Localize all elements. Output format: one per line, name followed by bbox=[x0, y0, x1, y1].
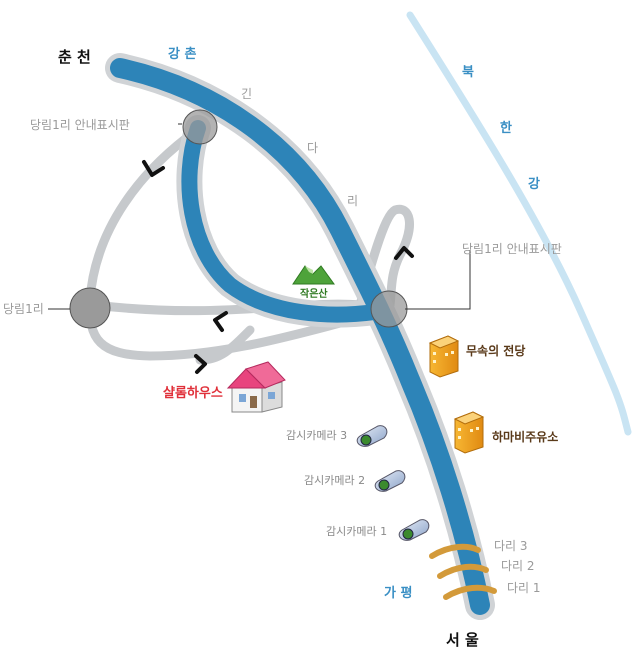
junction-circle-top bbox=[182, 109, 218, 145]
mountain-label: 작은산 bbox=[300, 287, 328, 300]
direction-arrows bbox=[142, 160, 414, 374]
camera-2-label: 감시카메라 2 bbox=[304, 474, 365, 487]
river-line bbox=[406, 11, 632, 436]
camera-icon bbox=[398, 519, 430, 541]
bridge-marks bbox=[429, 543, 497, 600]
bridge-2-mark bbox=[437, 563, 489, 579]
building-icon bbox=[453, 411, 485, 454]
house-label: 샬롬하우스 bbox=[163, 385, 223, 401]
bridge-1-mark bbox=[443, 584, 497, 600]
building-1-label: 무속의 전당 bbox=[466, 343, 525, 358]
river-char-3: 강 bbox=[528, 176, 540, 192]
area-gangchon-label: 강 촌 bbox=[168, 46, 196, 62]
bridge-name-char-2: 다 bbox=[307, 141, 318, 155]
camera-icon bbox=[356, 425, 388, 447]
bridge-2-label: 다리 2 bbox=[501, 559, 535, 573]
bridge-3-mark bbox=[429, 543, 481, 559]
city-start-label: 춘 천 bbox=[58, 48, 91, 66]
bridge-1-label: 다리 1 bbox=[507, 581, 541, 595]
leader-lines bbox=[48, 123, 471, 310]
camera-icon bbox=[374, 470, 406, 492]
sign-right-label: 당림1리 안내표시판 bbox=[462, 242, 562, 256]
village-label: 당림1리 bbox=[3, 302, 44, 316]
river-char-1: 북 bbox=[462, 65, 474, 80]
river-char-2: 한 bbox=[500, 120, 512, 136]
building-2-label: 하마비주유소 bbox=[492, 429, 558, 444]
house-icon bbox=[226, 361, 286, 413]
bridge-3-label: 다리 3 bbox=[494, 539, 528, 553]
camera-1-label: 감시카메라 1 bbox=[326, 525, 387, 538]
junction-circle-village bbox=[69, 287, 111, 329]
main-road bbox=[105, 53, 495, 620]
sign-top-left-label: 당림1리 안내표시판 bbox=[30, 118, 130, 132]
camera-3-label: 감시카메라 3 bbox=[286, 429, 347, 442]
area-gapyeong-label: 가 평 bbox=[384, 585, 412, 601]
mountain-icon bbox=[292, 265, 335, 285]
junction-circle-right bbox=[370, 290, 408, 328]
bridge-name-char-1: 긴 bbox=[241, 87, 252, 101]
bridge-name-char-3: 리 bbox=[347, 194, 358, 208]
city-end-label: 서 울 bbox=[446, 631, 479, 649]
building-icon bbox=[428, 335, 460, 378]
